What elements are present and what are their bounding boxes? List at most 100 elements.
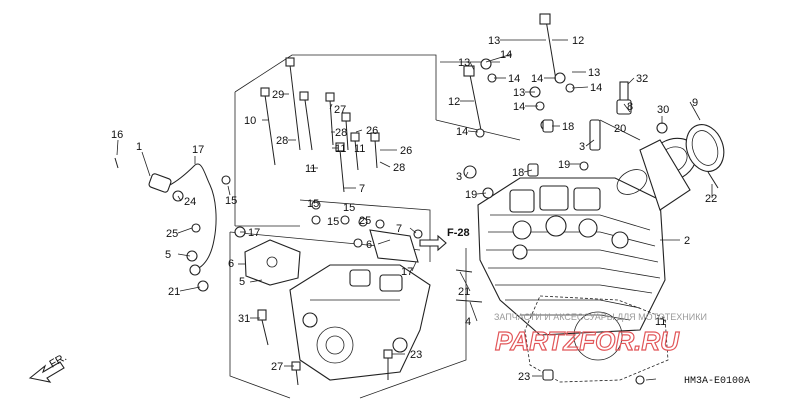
callout-15: 15 [327, 216, 339, 228]
callout-3: 3 [579, 141, 585, 153]
leader-line [177, 195, 182, 202]
callout-32: 32 [636, 73, 648, 85]
callout-7: 16 [111, 129, 123, 141]
leader-line [523, 169, 533, 173]
callout-31: 27 [271, 361, 283, 373]
leader-line [645, 378, 657, 381]
callout-27: 27 [334, 104, 346, 116]
sensor-wire [148, 163, 217, 276]
callout-10: 10 [244, 115, 256, 127]
callout-18: 18 [512, 167, 524, 179]
diagram-code: HM3A-E0100A [684, 376, 750, 387]
head-gasket [524, 295, 669, 383]
leader-line [355, 129, 363, 133]
callout-1: 17 [192, 144, 204, 156]
callout-6: 17 [401, 266, 413, 278]
leader-line [585, 139, 595, 147]
callout-27: 23 [410, 349, 422, 361]
watermark-text: ЗАПЧАСТИ И АКСЕССУАРЫ ДЛЯ МОТОТЕХНИКИ [494, 312, 707, 322]
leader-line [141, 151, 151, 177]
leader-line [379, 161, 391, 168]
callout-14: 14 [500, 49, 512, 61]
callout-17: 24 [184, 196, 196, 208]
callout-23: 23 [518, 371, 530, 383]
assembly-frame-lines [229, 54, 641, 399]
callout-20: 20 [614, 123, 626, 135]
callout-16: 1 [136, 141, 142, 153]
callout-11: 7 [359, 183, 365, 195]
callout-19: 19 [465, 189, 477, 201]
leader-line [659, 317, 667, 322]
callout-12: 12 [572, 35, 584, 47]
callout-17: 21 [168, 286, 180, 298]
leader-line [469, 301, 478, 322]
callout-labels: 13 14 12 13 14 14 13 32 13 14 14 12 8 9 … [111, 35, 717, 383]
callout-3: 3 [456, 171, 462, 183]
callout-8: 8 [627, 101, 633, 113]
leader-line [249, 279, 263, 283]
leader-line [689, 101, 701, 121]
callout-11: 31 [238, 313, 250, 325]
callout-14: 14 [513, 101, 525, 113]
section-ref-label: F-28 [447, 227, 470, 239]
washers [172, 58, 668, 385]
watermark-logo: PARTZFOR.RU [495, 326, 680, 356]
callout-21: 4 [465, 316, 471, 328]
callout-14: 14 [590, 82, 602, 94]
callout-11: 11 [335, 143, 346, 155]
leader-line [377, 239, 391, 245]
head-cover [289, 264, 431, 381]
callout-13: 13 [458, 57, 470, 69]
cylinder-head [477, 177, 666, 336]
callout-21: 21 [458, 286, 470, 298]
callout-2: 2 [684, 235, 690, 247]
leader-line [177, 227, 193, 234]
leader-line [485, 53, 513, 63]
leader-line [179, 286, 201, 292]
side-covers [244, 229, 419, 286]
callout-22: 22 [705, 193, 717, 205]
callout-6: 5 [239, 276, 245, 288]
callout-11: 11 [305, 163, 316, 175]
leader-line [329, 103, 333, 110]
callout-15: 15 [307, 198, 319, 210]
callout-14: 14 [531, 73, 543, 85]
bolts [114, 13, 719, 386]
callout-28: 28 [335, 127, 347, 139]
section-ref-arrow [419, 234, 447, 252]
callout-15: 25 [359, 215, 371, 227]
leader-line [409, 227, 417, 234]
callout-28: 28 [276, 135, 288, 147]
callout-25: 17 [248, 227, 260, 239]
callout-13: 13 [513, 87, 525, 99]
callout-24: 15 [225, 195, 237, 207]
callout-11: 11 [354, 143, 365, 155]
callout-12: 12 [448, 96, 460, 108]
callout-26: 26 [400, 145, 412, 157]
callout-9: 9 [692, 97, 698, 109]
leader-line [177, 253, 191, 257]
leader-line [116, 139, 119, 156]
callout-25: 7 [396, 223, 402, 235]
callout-18: 18 [562, 121, 574, 133]
leader-line [627, 77, 635, 85]
leader-line [465, 171, 469, 177]
leader-line [227, 185, 231, 196]
callout-13: 13 [488, 35, 500, 47]
callout-14: 14 [456, 126, 468, 138]
callout-26: 26 [366, 125, 378, 137]
callout-28: 28 [393, 162, 405, 174]
callout-14: 14 [508, 73, 520, 85]
leader-line [467, 130, 479, 133]
leader-line [459, 271, 471, 292]
callout-5: 6 [228, 258, 234, 270]
callout-19: 19 [558, 159, 570, 171]
callout-7: 25 [166, 228, 178, 240]
callout-13: 13 [588, 67, 600, 79]
leader-line [469, 61, 475, 71]
leader-line [411, 261, 417, 272]
intake-insulator [616, 81, 725, 211]
callout-4: 11 [655, 316, 666, 328]
front-arrow-icon [28, 361, 65, 383]
